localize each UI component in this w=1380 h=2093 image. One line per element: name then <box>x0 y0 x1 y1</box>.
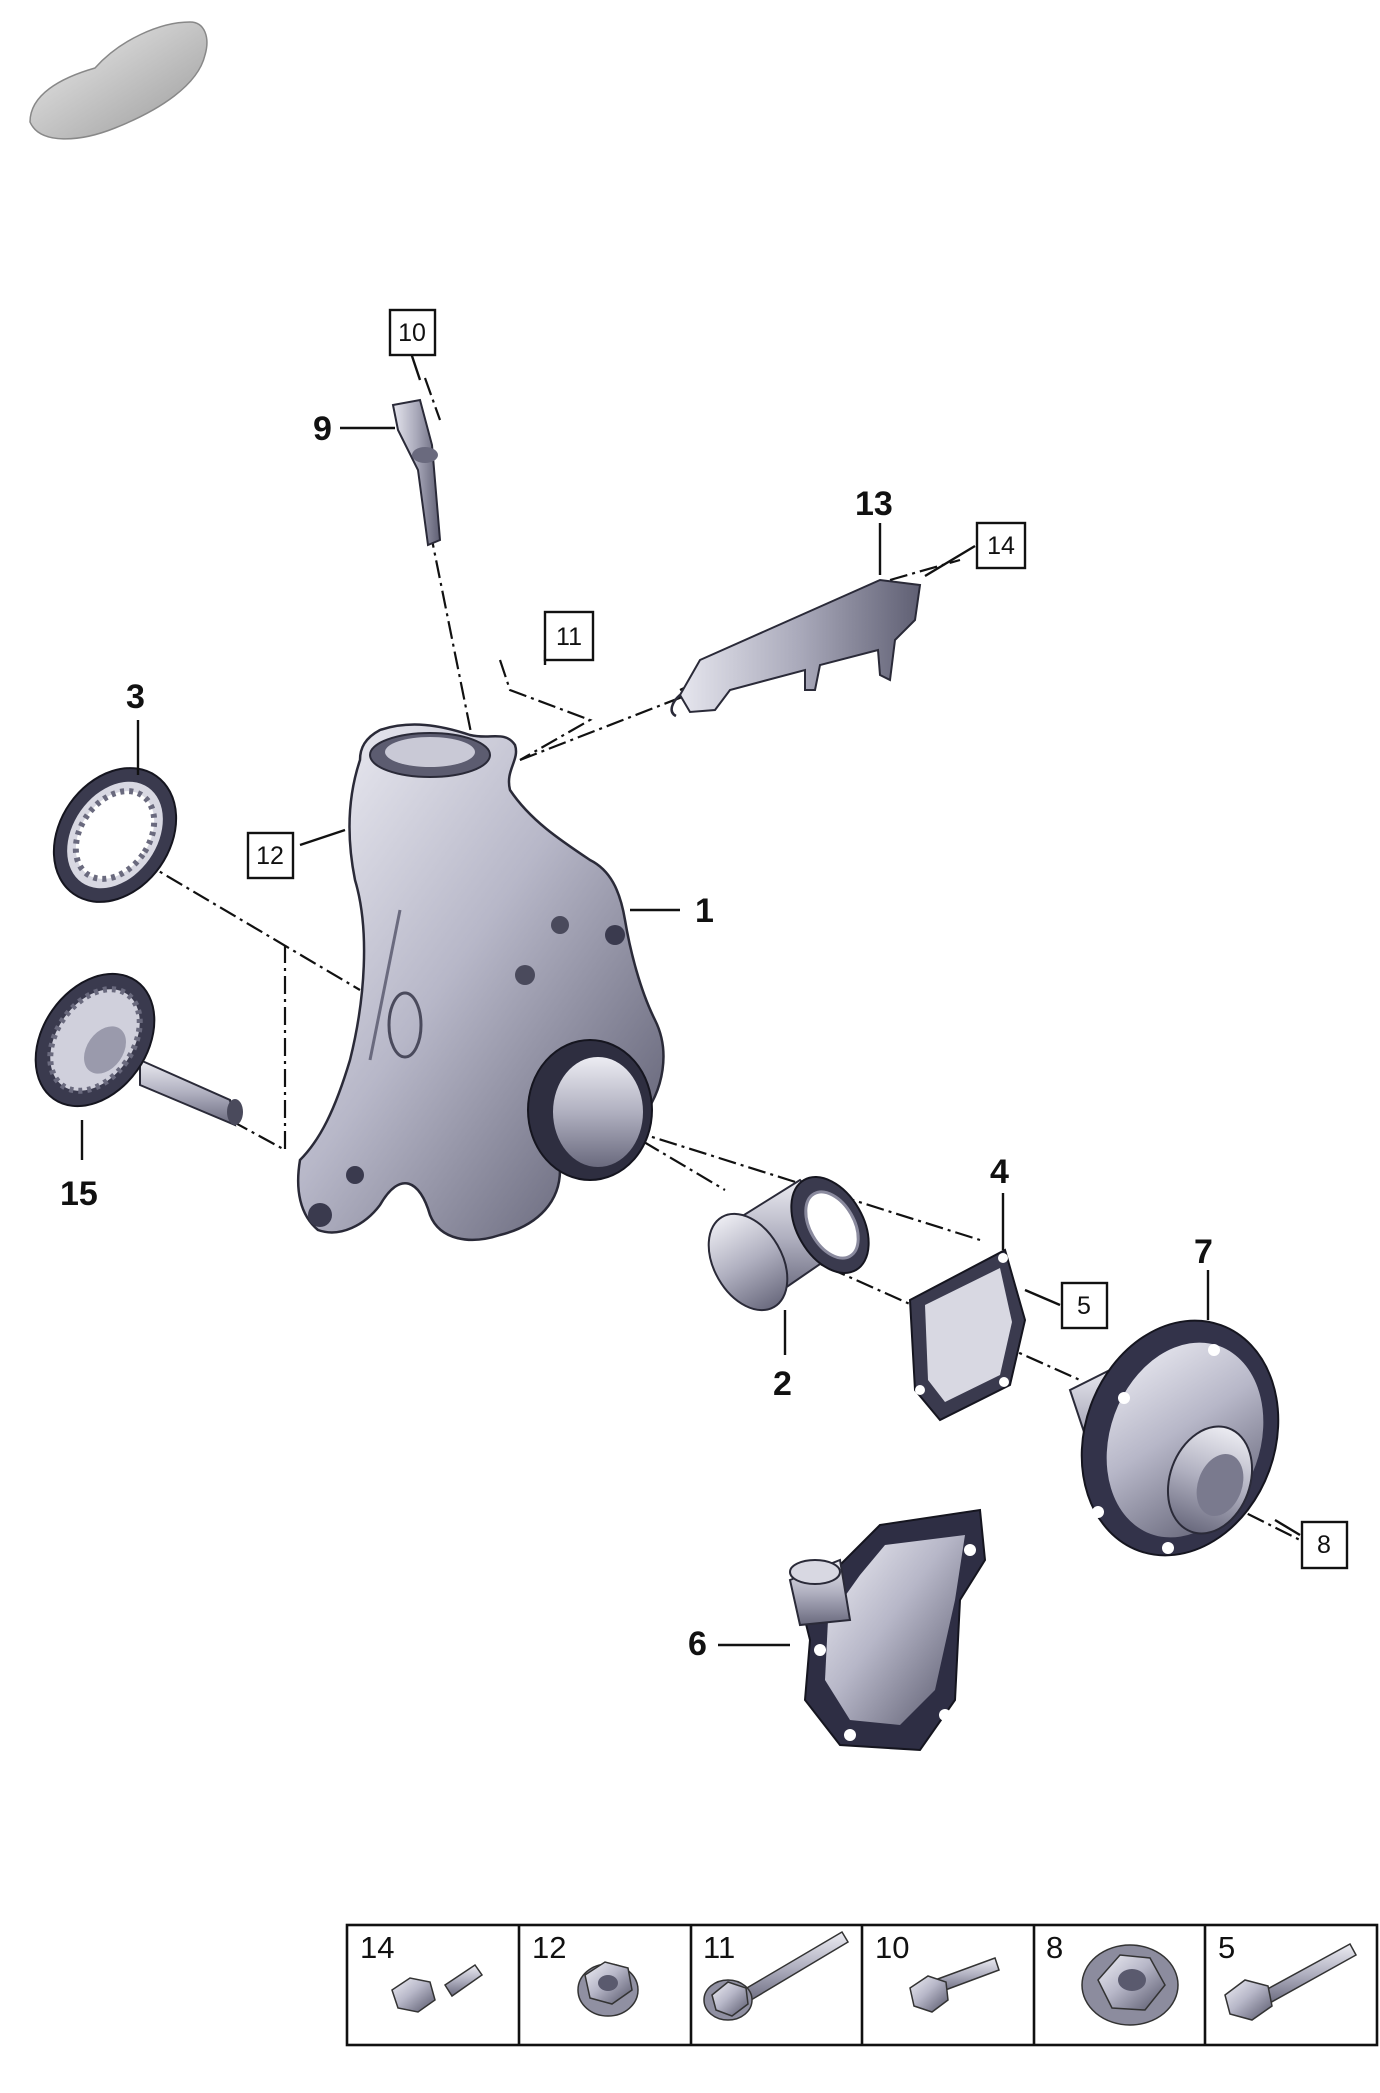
table-cell-8: 8 <box>1046 1930 1179 2026</box>
socket-cap-screw-icon <box>909 1957 1000 2013</box>
svg-text:5: 5 <box>1218 1930 1235 1965</box>
svg-text:11: 11 <box>703 1930 735 1965</box>
boxed-callout-14: 14 <box>975 521 1027 570</box>
brake-line-bracket-part-13 <box>670 578 922 718</box>
vehicle-thumbnail <box>29 21 208 140</box>
boxed-callout-10: 10 <box>388 308 437 357</box>
hex-bolt-short-icon <box>391 1963 484 2013</box>
speed-sensor-part-9 <box>391 398 442 547</box>
svg-text:10: 10 <box>875 1930 909 1965</box>
callout-3: 3 <box>126 678 145 716</box>
callout-7: 7 <box>1194 1233 1213 1271</box>
svg-text:8: 8 <box>1046 1930 1063 1965</box>
callout-15: 15 <box>60 1175 98 1213</box>
boxed-callout-11: 11 <box>543 610 595 662</box>
svg-text:8: 8 <box>1317 1531 1331 1559</box>
hex-bolt-medium-icon <box>1224 1942 1358 2021</box>
table-cell-14: 14 <box>360 1930 484 2013</box>
callout-4: 4 <box>990 1153 1009 1191</box>
svg-text:10: 10 <box>398 319 426 347</box>
callout-2: 2 <box>773 1365 792 1403</box>
wheel-bearing-part-2 <box>707 1176 870 1312</box>
table-cell-5: 5 <box>1218 1930 1358 2021</box>
svg-text:14: 14 <box>987 532 1015 560</box>
fastener-table: 14 12 11 10 <box>345 1923 1379 2047</box>
seal-plate-part-4 <box>908 1248 1027 1422</box>
svg-text:12: 12 <box>256 842 284 870</box>
callout-13: 13 <box>855 485 893 523</box>
svg-text:12: 12 <box>532 1930 566 1965</box>
drive-shaft-part-15 <box>34 972 243 1127</box>
boxed-callouts: 10 11 12 14 5 8 <box>246 308 1349 1570</box>
callout-numbers: 1 2 3 4 6 7 9 13 15 <box>60 410 1213 1663</box>
hex-bolt-long-icon <box>703 1930 850 2021</box>
svg-text:5: 5 <box>1077 1292 1091 1320</box>
sensor-ring-part-3 <box>52 767 178 903</box>
svg-text:11: 11 <box>556 623 582 651</box>
wheel-hub-part-7 <box>1068 1319 1280 1557</box>
collar-nut-icon <box>1081 1944 1179 2026</box>
callout-9: 9 <box>313 410 332 448</box>
table-cell-10: 10 <box>875 1930 1000 2013</box>
callout-6: 6 <box>688 1625 707 1663</box>
boxed-callout-5: 5 <box>1060 1281 1109 1330</box>
table-cell-12: 12 <box>532 1930 639 2017</box>
boxed-callout-8: 8 <box>1300 1520 1349 1570</box>
boxed-callout-12: 12 <box>246 831 295 880</box>
table-cell-11: 11 <box>703 1930 850 2021</box>
hub-carrier-part-6 <box>788 1508 987 1752</box>
flange-nut-icon <box>577 1961 639 2017</box>
callout-1: 1 <box>695 892 714 930</box>
svg-text:14: 14 <box>360 1930 394 1965</box>
wheel-carrier-part-1 <box>296 723 665 1242</box>
